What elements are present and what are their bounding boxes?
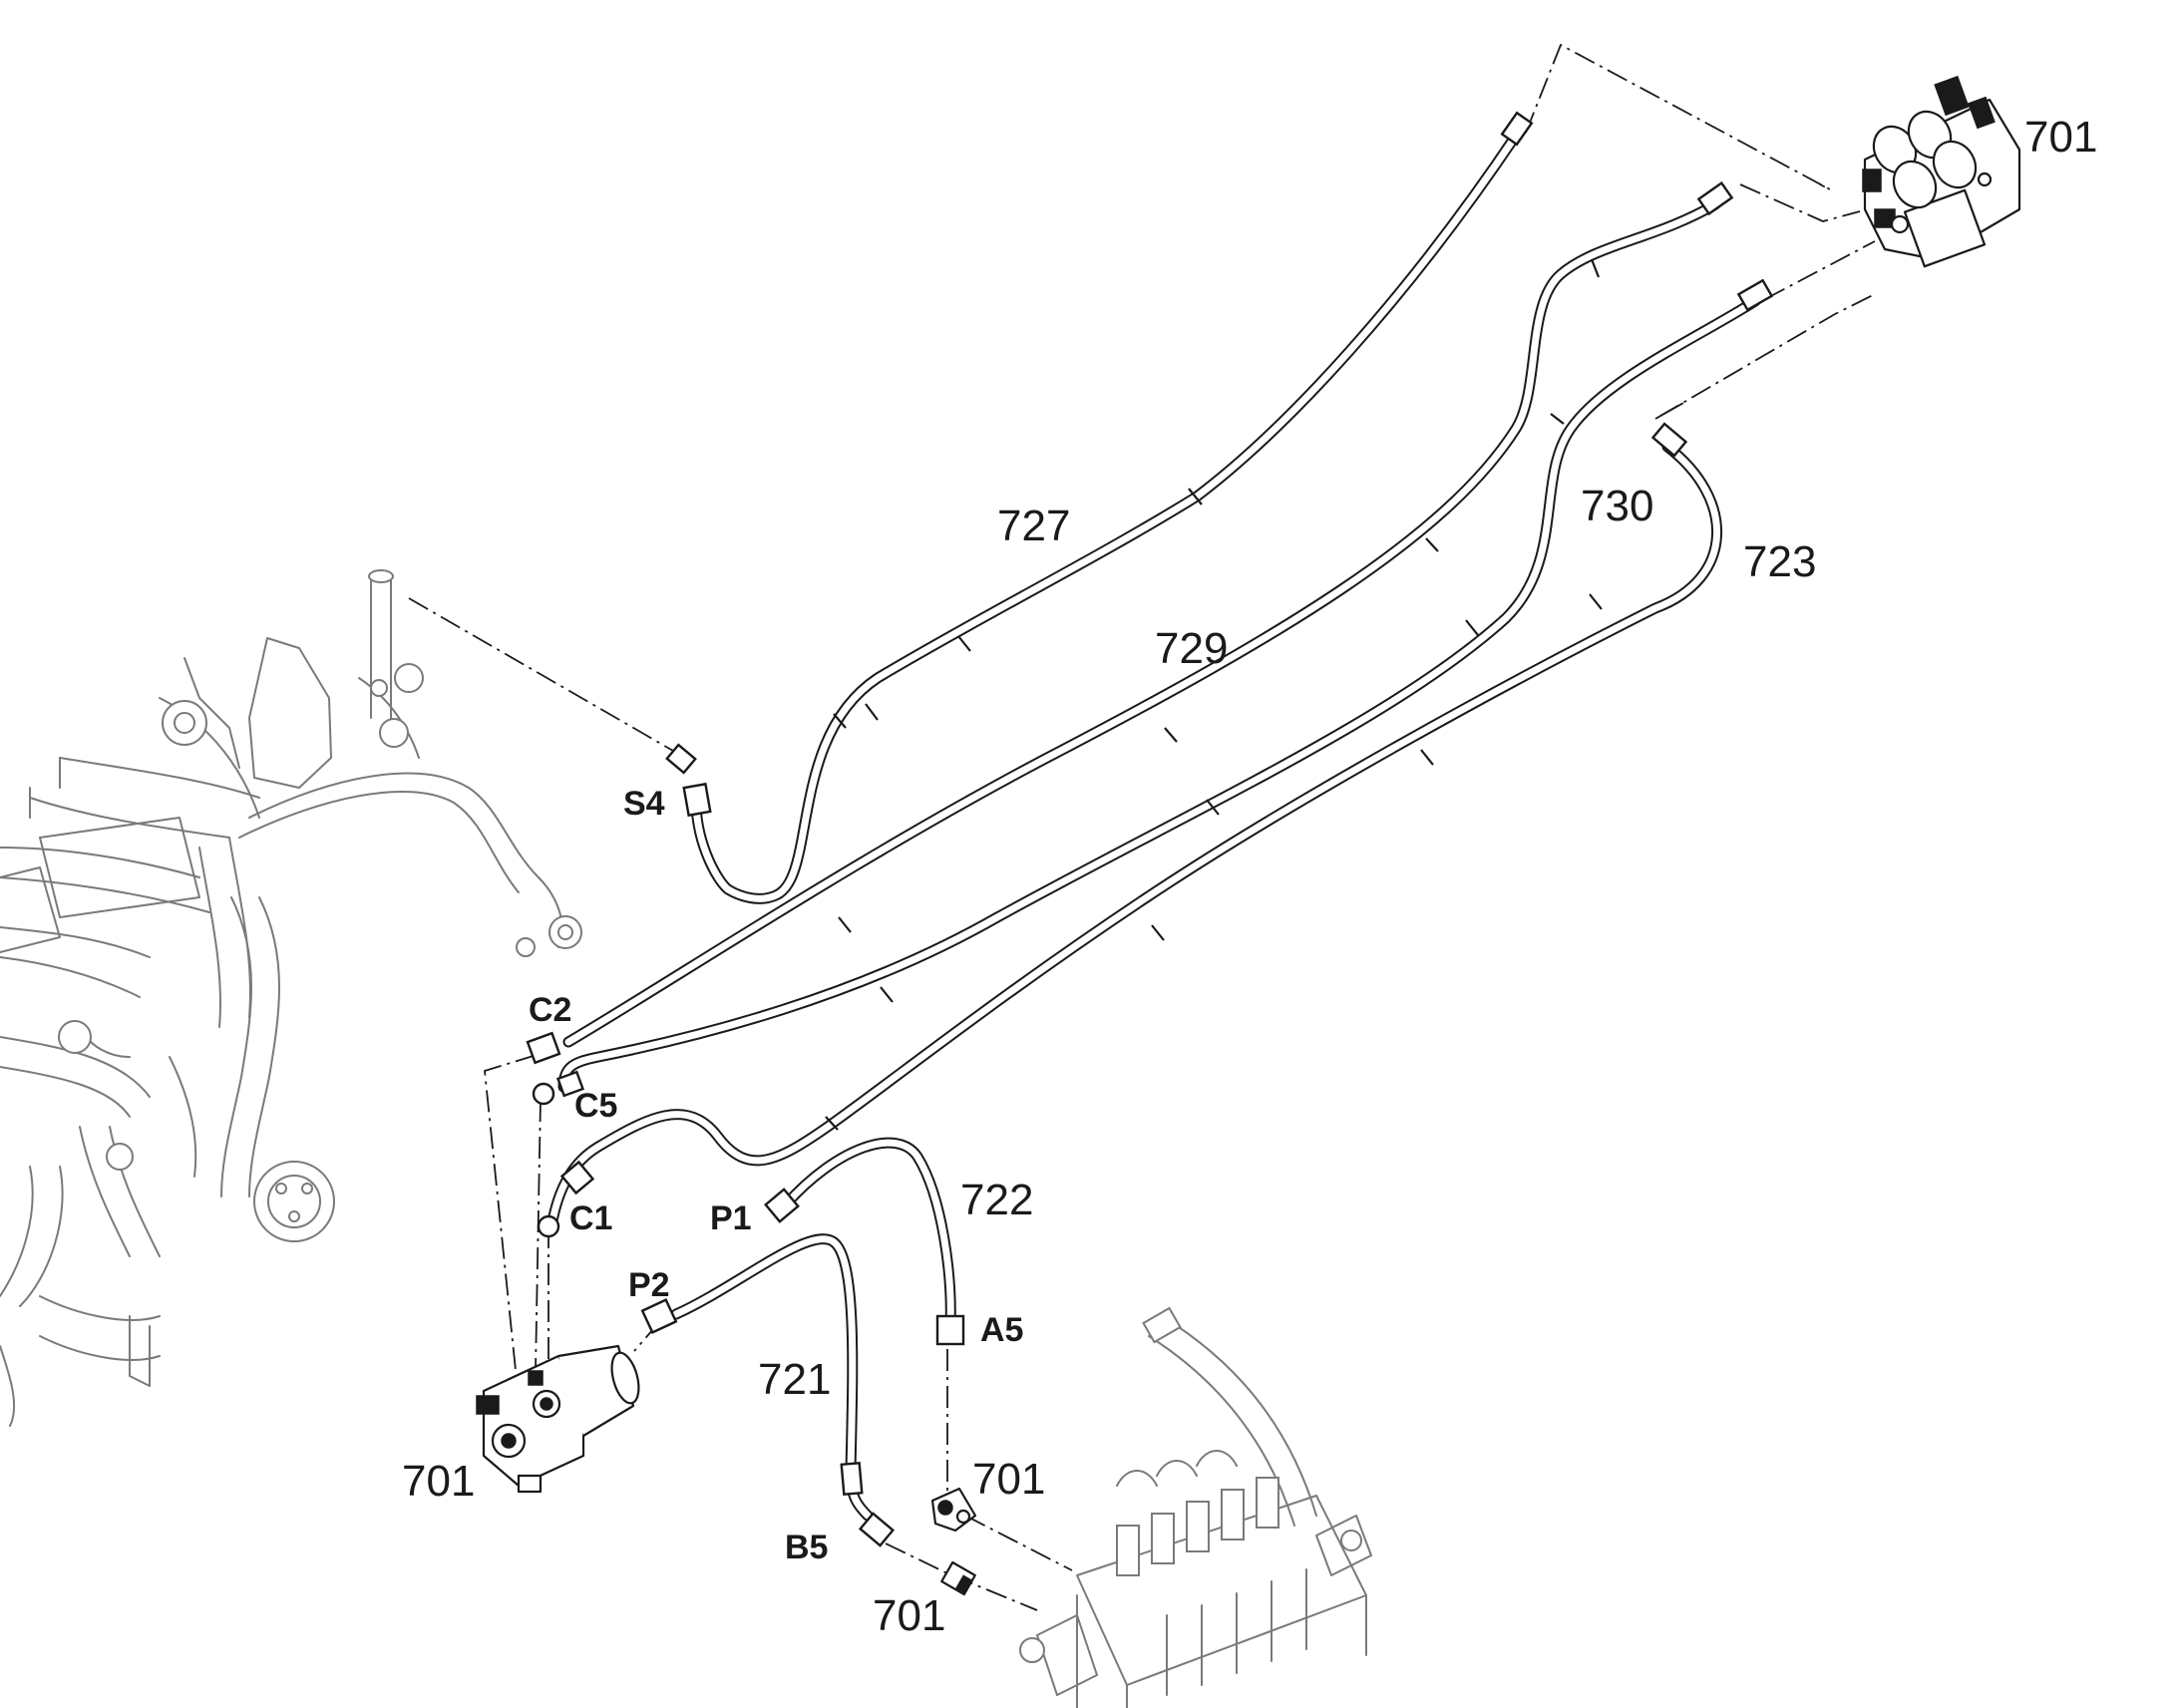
port-label-c2: C2 [529, 991, 571, 1029]
callout-723: 723 [1743, 537, 1816, 586]
port-label-p2: P2 [628, 1266, 670, 1304]
callout-labels: 701 727 729 730 723 722 721 701 701 701 [402, 113, 2097, 1640]
hose-marker-bands [825, 258, 1603, 1131]
port-label-s4: S4 [623, 785, 665, 823]
port-label-p1: P1 [710, 1199, 752, 1237]
assembly-leader-lines [408, 43, 1876, 1611]
solenoid-valve-left [476, 1344, 640, 1494]
callout-729: 729 [1155, 624, 1228, 673]
fitting-a5-adapter [930, 1487, 977, 1533]
background-control-valve-bank [1019, 1306, 1372, 1708]
hose-729 [562, 198, 1721, 1048]
port-label-c5: C5 [574, 1087, 617, 1125]
port-label-a5: A5 [980, 1311, 1023, 1349]
port-label-b5: B5 [785, 1529, 828, 1566]
callout-722: 722 [960, 1176, 1033, 1224]
hose-722 [780, 1137, 956, 1332]
callout-727: 727 [997, 502, 1070, 550]
callout-701-b5-fitting: 701 [873, 1591, 945, 1640]
port-label-c1: C1 [569, 1199, 612, 1237]
hose-723 [545, 441, 1722, 1232]
callout-701-a5-fitting: 701 [972, 1455, 1045, 1504]
hose-730 [557, 295, 1761, 1093]
callout-701-top-right: 701 [2024, 113, 2097, 162]
background-frame-assembly [0, 569, 582, 1427]
callout-721: 721 [758, 1355, 831, 1404]
port-labels: S4 C2 C5 C1 P1 P2 A5 B5 [529, 785, 1023, 1566]
solenoid-valve-top-right [1862, 75, 2021, 268]
callout-701-left: 701 [402, 1457, 475, 1506]
hose-727 [690, 127, 1524, 904]
callout-730: 730 [1581, 482, 1653, 530]
hose-end-fittings [526, 111, 1774, 1547]
fitting-b5-adapter [940, 1560, 976, 1596]
